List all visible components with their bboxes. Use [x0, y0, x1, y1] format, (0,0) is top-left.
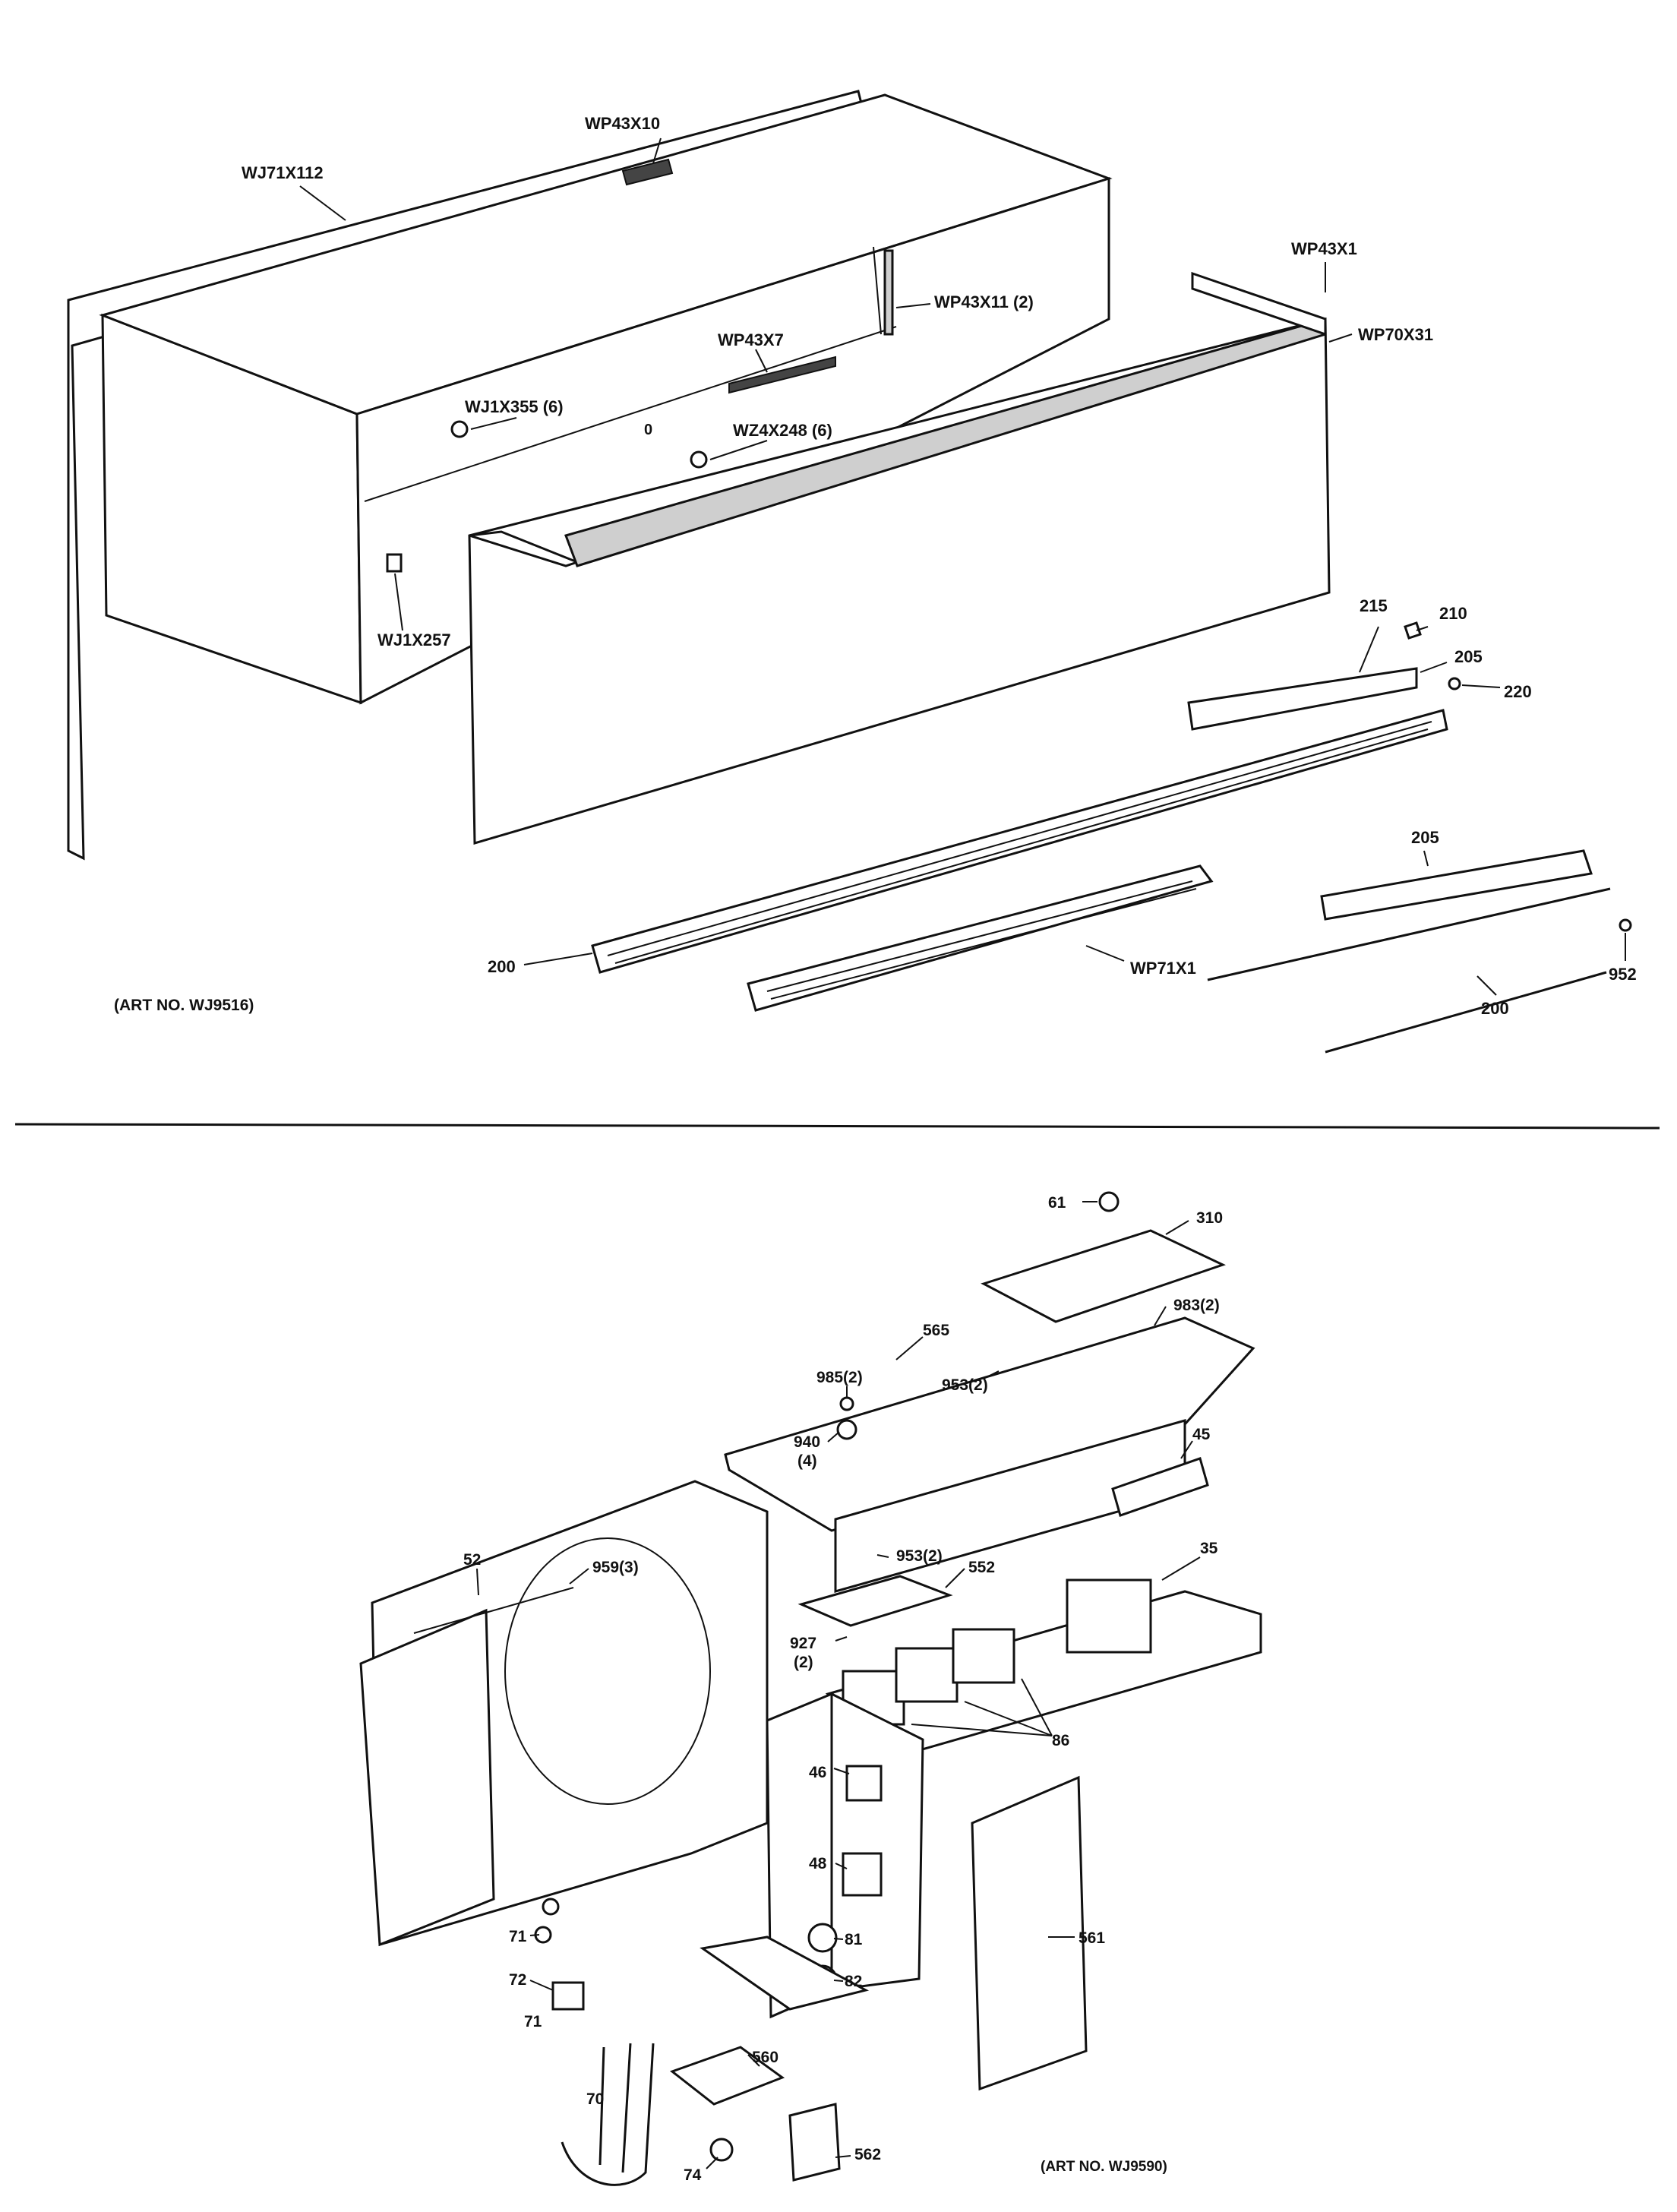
label-562: 562 — [854, 2146, 881, 2163]
part-45-terminal-block — [1111, 1457, 1209, 1517]
wj1x257-clip — [386, 553, 403, 573]
part-86-relay-3 — [952, 1628, 1015, 1684]
part-562-bracket — [788, 2103, 841, 2182]
label-205-b: 205 — [1411, 828, 1439, 847]
label-210: 210 — [1439, 604, 1467, 623]
label-74: 74 — [684, 2166, 702, 2184]
label-953-b: 953(2) — [896, 1547, 943, 1565]
wz4x248-screw — [690, 450, 708, 469]
part-952-screw — [1619, 918, 1632, 932]
label-71-a: 71 — [509, 1928, 527, 1945]
part-48-switch — [842, 1852, 883, 1897]
label-wj1x355: WJ1X355 (6) — [465, 397, 564, 416]
part-959-terminals — [413, 1587, 574, 1634]
label-wz4x248: WZ4X248 (6) — [733, 421, 832, 440]
label-wp43x1: WP43X1 — [1291, 239, 1357, 258]
label-82: 82 — [845, 1973, 862, 1990]
label-940-qty: (4) — [797, 1452, 817, 1470]
part-200-grille-frame — [591, 709, 1448, 974]
part-552-board — [797, 1575, 953, 1627]
shroud-fan-opening — [504, 1537, 711, 1805]
part-74-knob — [709, 2138, 734, 2162]
label-560: 560 — [752, 2049, 778, 2066]
label-81: 81 — [845, 1931, 863, 1948]
front-cabinet-panel — [468, 318, 1331, 845]
part-210-screw — [1404, 621, 1422, 640]
label-985: 985(2) — [816, 1369, 863, 1386]
part-310-cover — [981, 1229, 1226, 1323]
part-985-screw — [839, 1396, 854, 1411]
section-divider — [14, 1123, 1660, 1130]
label-927: 927 — [790, 1635, 816, 1652]
part-35-transformer — [1066, 1578, 1152, 1654]
part-86-relay-2 — [895, 1647, 959, 1703]
part-220-nut — [1448, 677, 1461, 690]
part-561-cover — [971, 1775, 1088, 2091]
art-number-bottom: (ART NO. WJ9590) — [1041, 2159, 1167, 2175]
label-wj71x112: WJ71X112 — [242, 163, 324, 182]
label-983: 983(2) — [1173, 1297, 1220, 1314]
wp43x11-bracket — [883, 249, 894, 336]
label-71-b: 71 — [524, 2013, 542, 2030]
label-45: 45 — [1192, 1426, 1211, 1443]
label-927-qty: (2) — [794, 1654, 813, 1671]
label-46: 46 — [809, 1764, 826, 1781]
part-70-power-cord — [561, 2043, 655, 2186]
shroud-side-panel — [359, 1608, 495, 1947]
label-561: 561 — [1079, 1929, 1105, 1947]
label-565: 565 — [923, 1322, 949, 1339]
part-81-knob — [807, 1923, 838, 1953]
part-71-cap-2 — [542, 1898, 560, 1916]
part-205-detail — [1320, 849, 1593, 921]
label-52: 52 — [463, 1551, 481, 1569]
label-wp43x11: WP43X11 (2) — [934, 292, 1034, 311]
label-wp70x31: WP70X31 — [1358, 325, 1433, 344]
label-220: 220 — [1504, 682, 1532, 701]
label-310: 310 — [1196, 1209, 1223, 1227]
label-61: 61 — [1048, 1194, 1066, 1212]
label-48: 48 — [809, 1855, 827, 1872]
part-46-switch — [845, 1765, 883, 1802]
label-215: 215 — [1360, 596, 1388, 615]
label-86: 86 — [1052, 1732, 1069, 1749]
label-35: 35 — [1200, 1540, 1218, 1557]
part-205-top — [1187, 667, 1418, 731]
label-200-b: 200 — [1481, 999, 1509, 1018]
label-wj1x257: WJ1X257 — [377, 630, 451, 649]
label-200-a: 200 — [488, 957, 516, 976]
label-wp43x7: WP43X7 — [718, 330, 784, 349]
label-940: 940 — [794, 1433, 820, 1451]
control-assembly: 61 310 983(2) 565 985(2) 953(2) 940 (4) … — [359, 1191, 1262, 2186]
label-552: 552 — [968, 1559, 995, 1576]
label-wp43x10: WP43X10 — [585, 114, 660, 133]
label-70: 70 — [586, 2090, 604, 2108]
part-72-plug — [551, 1981, 585, 2011]
part-940-grommet — [836, 1419, 857, 1440]
wall-sleeve-assembly: WP43X10 WJ71X112 WP43X1 WP43X11 (2) WP70… — [67, 90, 1637, 1054]
label-wp71x1: WP71X1 — [1130, 959, 1196, 978]
label-952: 952 — [1609, 965, 1637, 984]
wj1x355-plug — [450, 420, 469, 438]
label-zero: 0 — [644, 422, 652, 438]
label-205-a: 205 — [1454, 647, 1483, 666]
control-box-base — [700, 1936, 870, 2011]
wp71x1-slots — [766, 880, 1197, 1000]
wp43x7-rail — [728, 356, 836, 394]
part-61-knob — [1098, 1191, 1120, 1212]
art-number-top: (ART NO. WJ9516) — [114, 997, 254, 1014]
label-72: 72 — [509, 1971, 526, 1989]
label-953-a: 953(2) — [942, 1376, 988, 1394]
label-959: 959(3) — [592, 1559, 639, 1576]
wp43x1-strip — [1191, 271, 1327, 337]
